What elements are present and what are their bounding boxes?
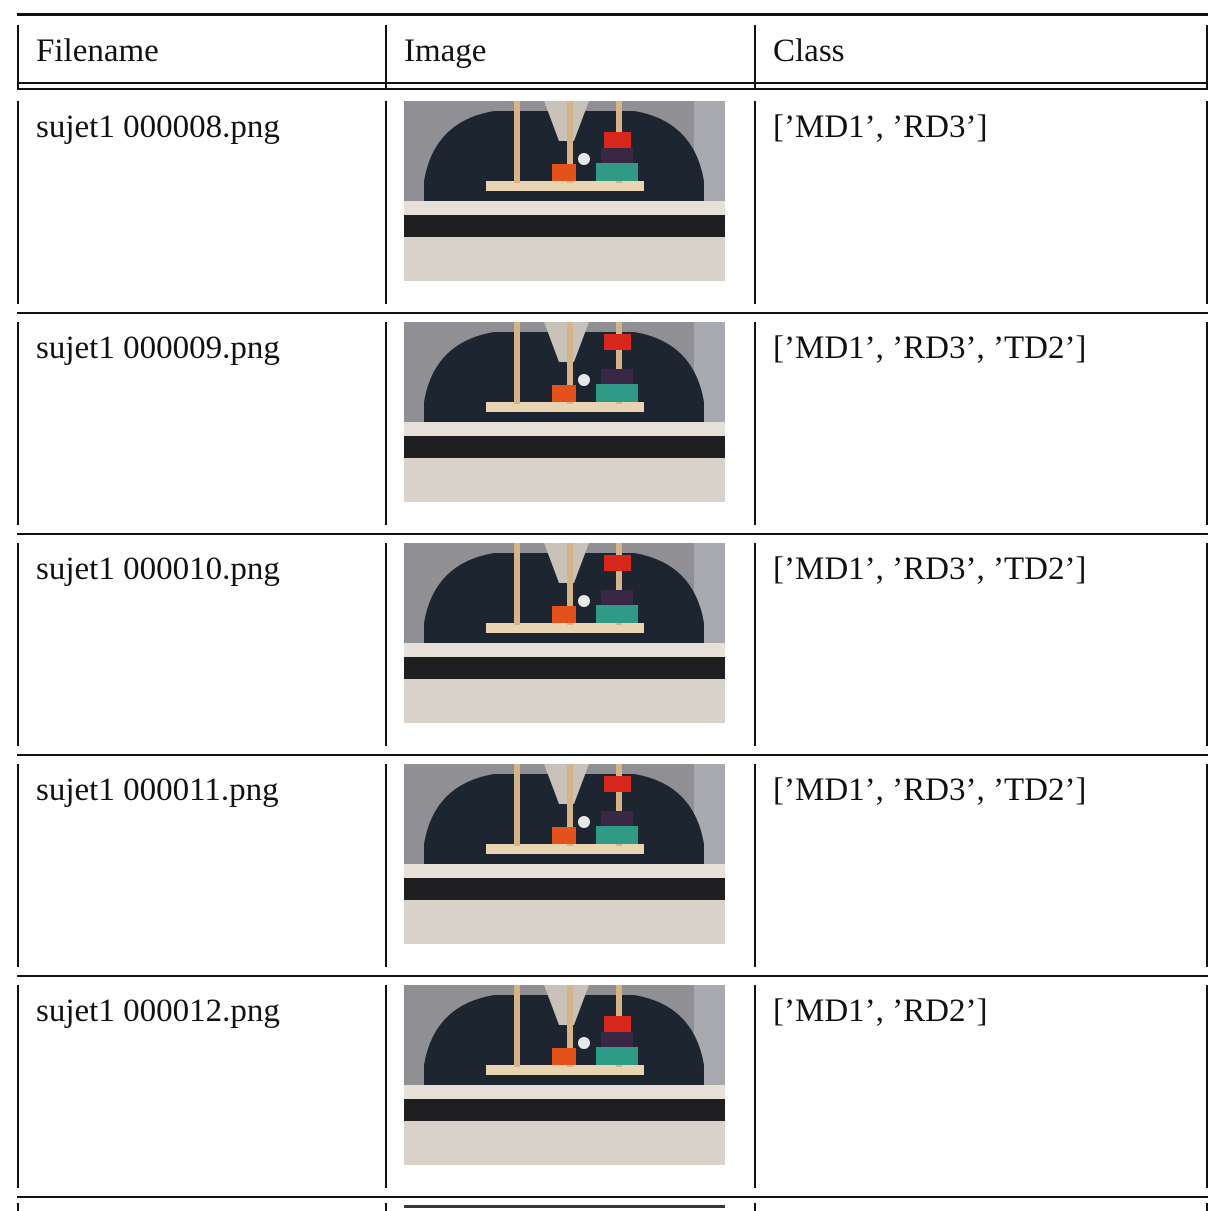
column-divider	[385, 322, 387, 525]
column-divider	[754, 764, 756, 967]
cell-class: [’MD1’, ’RD3’]	[773, 109, 988, 145]
column-divider	[754, 985, 756, 1188]
table-top-rule	[17, 13, 1208, 16]
column-divider	[17, 764, 19, 967]
row-rule	[17, 533, 1208, 535]
cell-filename: sujet1 000011.png	[36, 772, 279, 808]
row-rule	[17, 975, 1208, 977]
column-divider	[1206, 764, 1208, 967]
frame-thumbnail-icon	[404, 322, 725, 502]
column-divider	[1206, 25, 1208, 88]
row-rule	[17, 754, 1208, 756]
column-divider	[17, 322, 19, 525]
frame-thumbnail-icon	[404, 764, 725, 944]
row-rule	[17, 312, 1208, 314]
column-divider	[385, 1203, 387, 1211]
header-filename: Filename	[36, 33, 159, 69]
cell-filename: sujet1 000009.png	[36, 330, 280, 366]
header-image: Image	[404, 33, 487, 69]
column-divider	[385, 101, 387, 304]
column-divider	[754, 322, 756, 525]
cell-class: [’MD1’, ’RD3’, ’TD2’]	[773, 330, 1087, 366]
row-rule	[17, 1196, 1208, 1198]
column-divider	[754, 543, 756, 746]
header-rule-upper	[17, 82, 1208, 84]
column-divider	[17, 543, 19, 746]
cell-class: [’MD1’, ’RD3’, ’TD2’]	[773, 772, 1087, 808]
column-divider	[385, 764, 387, 967]
column-divider	[754, 25, 756, 88]
column-divider	[385, 985, 387, 1188]
column-divider	[754, 1203, 756, 1211]
cell-filename: sujet1 000010.png	[36, 551, 280, 587]
frame-thumbnail-icon	[404, 985, 725, 1165]
header-class: Class	[773, 33, 845, 69]
cell-class: [’MD1’, ’RD2’]	[773, 993, 988, 1029]
column-divider	[1206, 543, 1208, 746]
frame-thumbnail-icon	[404, 543, 725, 723]
column-divider	[17, 985, 19, 1188]
column-divider	[385, 25, 387, 88]
column-divider	[17, 101, 19, 304]
cell-filename: sujet1 000008.png	[36, 109, 280, 145]
column-divider	[1206, 322, 1208, 525]
column-divider	[754, 101, 756, 304]
cell-filename: sujet1 000012.png	[36, 993, 280, 1029]
header-rule-lower	[17, 88, 1208, 90]
frame-thumbnail-partial	[404, 1205, 725, 1208]
frame-thumbnail-icon	[404, 101, 725, 281]
column-divider	[1206, 985, 1208, 1188]
column-divider	[17, 1203, 19, 1211]
column-divider	[1206, 1203, 1208, 1211]
cell-class: [’MD1’, ’RD3’, ’TD2’]	[773, 551, 1087, 587]
column-divider	[1206, 101, 1208, 304]
column-divider	[17, 25, 19, 88]
column-divider	[385, 543, 387, 746]
